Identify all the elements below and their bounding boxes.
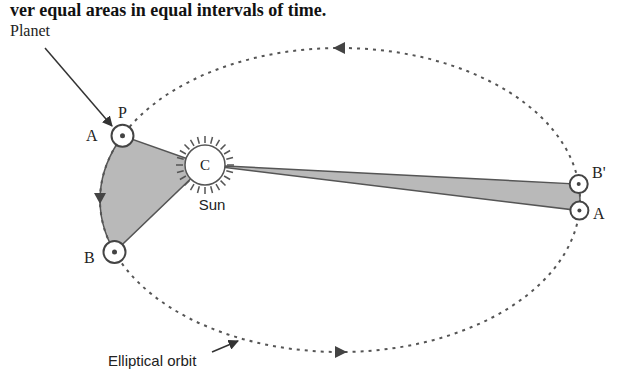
point-label: B [84, 249, 95, 267]
point-label: A [593, 205, 605, 223]
elliptical-orbit [100, 48, 580, 352]
sun-node: CSun [170, 130, 240, 213]
planet [104, 125, 589, 263]
point-label: B' [592, 164, 606, 182]
leader-line [45, 48, 112, 126]
direction-arrow [335, 346, 347, 358]
leader-line [212, 341, 238, 352]
sun-label: Sun [170, 196, 240, 213]
planet-label: Planet [10, 22, 50, 40]
orbit-label: Elliptical orbit [108, 352, 196, 369]
point-label: A [86, 127, 98, 145]
swept-area [205, 165, 580, 211]
planet-dot [112, 133, 581, 254]
point-label: C [170, 130, 240, 200]
direction-arrow [94, 193, 106, 204]
direction-arrow [333, 42, 345, 54]
heading: ver equal areas in equal intervals of ti… [10, 0, 326, 21]
point-label: P [118, 104, 127, 122]
